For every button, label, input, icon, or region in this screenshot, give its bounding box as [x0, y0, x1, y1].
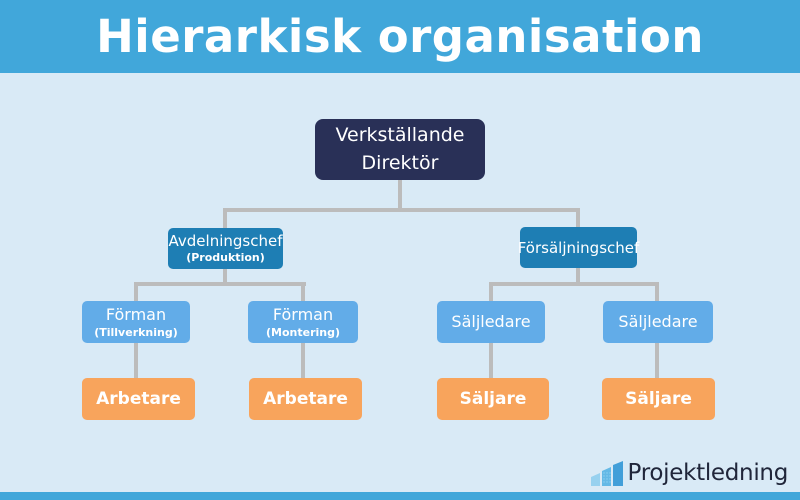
- org-node-ceo: Verkställande Direktör: [315, 119, 485, 180]
- org-node-worker-1: Arbetare: [82, 378, 195, 420]
- org-node-sales-lead-2: Säljledare: [603, 301, 713, 343]
- connector-line: [576, 210, 580, 227]
- bar-chart-logo-icon: [590, 459, 623, 486]
- org-node-label: Förman: [105, 305, 167, 325]
- org-node-worker-2: Arbetare: [249, 378, 362, 420]
- org-node-label: Försäljningschef: [517, 238, 640, 257]
- org-node-label: Säljledare: [451, 312, 531, 332]
- connector-line: [223, 208, 580, 212]
- org-node-label: Säljare: [625, 388, 692, 409]
- page-title: Hierarkisk organisation: [96, 10, 704, 63]
- org-node-label: Avdelningschef: [168, 232, 283, 251]
- org-node-label: Direktör: [361, 151, 439, 174]
- org-node-sublabel: (Tillverkning): [94, 325, 178, 339]
- org-node-label: Arbetare: [263, 388, 348, 409]
- connector-line: [489, 284, 493, 301]
- connector-line: [134, 282, 306, 286]
- connector-line: [489, 282, 659, 286]
- brand-logo-text: Projektledning: [627, 459, 789, 486]
- brand-logo: Projektledning: [590, 459, 789, 486]
- header-bar: Hierarkisk organisation: [0, 0, 800, 73]
- org-node-label: Säljare: [459, 388, 527, 409]
- org-node-label: Verkställande: [335, 123, 465, 146]
- connector-line: [655, 284, 659, 301]
- connector-line: [134, 343, 138, 378]
- org-node-department-manager: Avdelningschef (Produktion): [168, 228, 283, 269]
- org-node-sublabel: (Montering): [265, 325, 340, 339]
- connector-line: [223, 210, 227, 228]
- connector-line: [301, 343, 305, 378]
- org-node-sales-manager: Försäljningschef: [517, 227, 640, 268]
- org-node-label: Arbetare: [96, 388, 181, 409]
- connector-line: [398, 178, 402, 210]
- footer-bar: [0, 492, 800, 500]
- org-node-label: Förman: [272, 305, 334, 325]
- org-node-seller-2: Säljare: [602, 378, 715, 420]
- org-node-sales-lead-1: Säljledare: [437, 301, 545, 343]
- org-node-foreman-manufacturing: Förman (Tillverkning): [82, 301, 190, 343]
- org-node-sublabel: (Produktion): [186, 251, 265, 265]
- connector-line: [489, 343, 493, 378]
- org-node-label: Säljledare: [618, 312, 698, 332]
- connector-line: [301, 284, 305, 301]
- connector-line: [576, 267, 580, 284]
- org-node-seller-1: Säljare: [437, 378, 549, 420]
- org-node-foreman-assembly: Förman (Montering): [248, 301, 358, 343]
- connector-line: [223, 268, 227, 284]
- connector-line: [134, 284, 138, 301]
- connector-line: [655, 343, 659, 378]
